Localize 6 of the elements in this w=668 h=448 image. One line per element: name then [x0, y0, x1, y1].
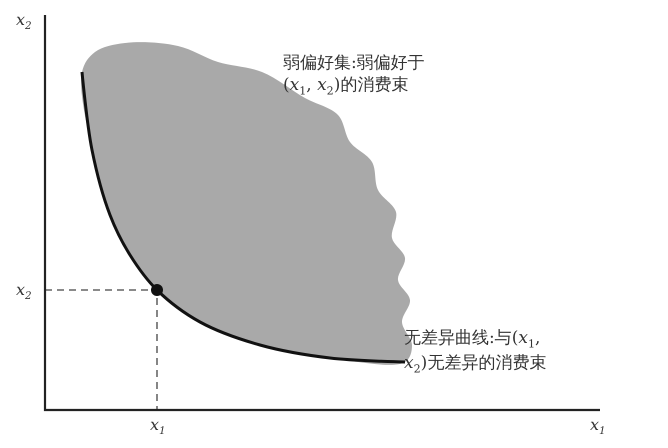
annotation: 弱偏好集:弱偏好于(x$_{1}$, x$_{2}$)的消费束 [283, 52, 426, 99]
axis-label: x$_{1}$ [590, 415, 607, 439]
axis-label: x$_{2}$ [16, 10, 33, 34]
tick-label: x$_{1}$ [150, 415, 167, 439]
annotation: 无差异曲线:与(x$_{1}$, x$_{2}$)无差异的消费束 [404, 327, 548, 376]
tick-label: x$_{2}$ [16, 280, 33, 304]
